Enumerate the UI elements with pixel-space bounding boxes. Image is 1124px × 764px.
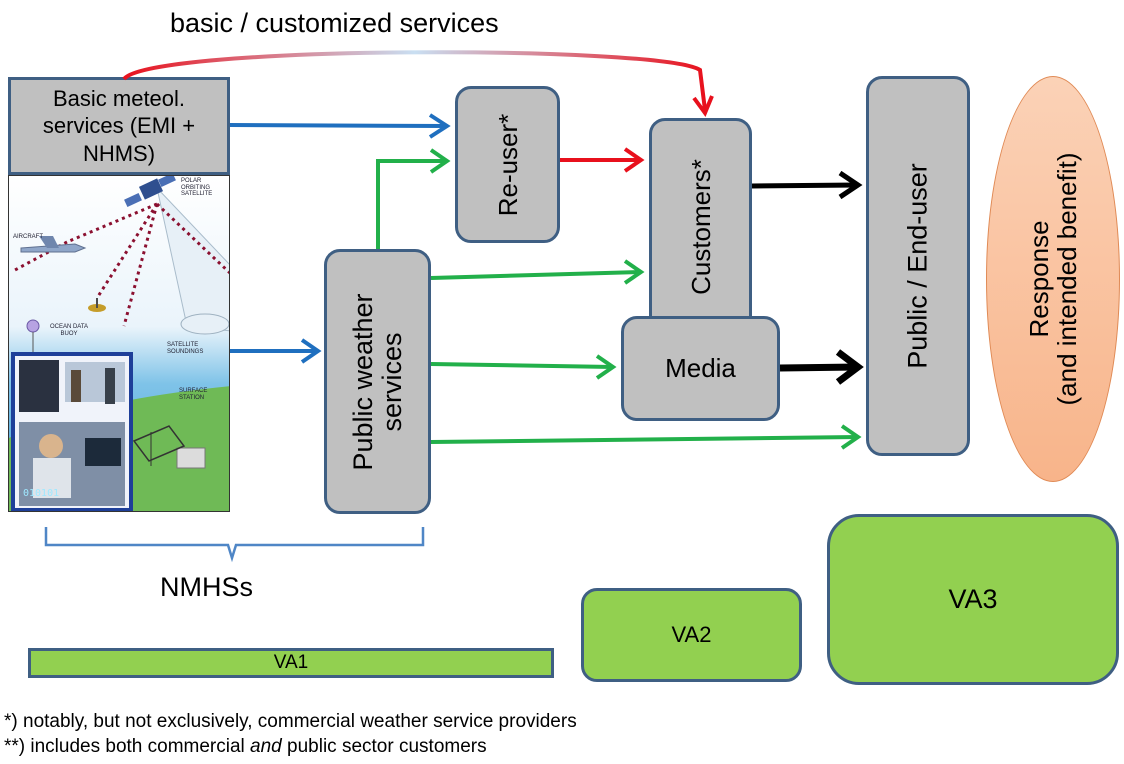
basic-services-box: Basic meteol. services (EMI + NHMS) <box>8 77 230 175</box>
aircraft-icon <box>20 236 87 253</box>
public-end-user-box: Public / End-user <box>866 76 970 456</box>
footnote-2: **) includes both commercial and public … <box>4 736 487 758</box>
footnote-2-post: public sector customers <box>281 736 487 757</box>
media-label: Media <box>665 353 736 383</box>
footnote-2-pre: **) includes both commercial <box>4 736 251 757</box>
polar-orbiting-label: POLAR ORBITING SATELLITE <box>181 178 213 198</box>
satellite-icon <box>124 176 176 208</box>
observation-picture: 010101 AIRCRAFT POLAR ORBITING SATELLITE… <box>8 175 230 512</box>
nmhs-brace <box>44 527 425 563</box>
nmhs-label: NMHSs <box>160 572 253 602</box>
pws-to-media-arrow <box>430 362 614 369</box>
public-weather-services-box: Public weather services <box>324 249 431 514</box>
va1-bar: VA1 <box>28 648 554 678</box>
svg-text:010101: 010101 <box>23 488 59 499</box>
media-to-public-arrow <box>779 363 859 372</box>
media-box: Media <box>621 316 780 421</box>
response-ellipse: Response (and intended benefit) <box>986 76 1120 482</box>
reuser-box: Re-user* <box>455 86 560 243</box>
va3-label: VA3 <box>948 584 998 614</box>
pws-to-public-arrow <box>430 435 859 444</box>
va1-label: VA1 <box>273 652 309 673</box>
ocean-buoy-label: OCEAN DATA BUOY <box>49 324 89 337</box>
services-title: basic / customized services <box>170 8 499 38</box>
pws-to-customers-arrow <box>430 270 642 280</box>
va2-box: VA2 <box>581 588 802 682</box>
aircraft-label: AIRCRAFT <box>13 234 43 240</box>
customers-to-public-arrow <box>751 182 859 189</box>
basic-to-reuser-arrow <box>229 123 448 128</box>
footnote-2-em: and <box>250 736 282 757</box>
va3-box: VA3 <box>827 514 1119 685</box>
footnote-1: *) notably, but not exclusively, commerc… <box>4 711 577 732</box>
basic-services-label: Basic meteol. services (EMI + NHMS) <box>42 85 196 166</box>
customers-box: Customers* <box>649 118 752 335</box>
observation-scene: 010101 <box>9 176 229 511</box>
va2-label: VA2 <box>671 622 712 647</box>
satellite-soundings-label: SATELLITE SOUNDINGS <box>167 342 204 355</box>
surface-station-label: SURFACE STATION <box>179 388 208 401</box>
pws-to-reuser-arrow <box>376 159 447 249</box>
customized-services-arrow <box>122 50 707 111</box>
